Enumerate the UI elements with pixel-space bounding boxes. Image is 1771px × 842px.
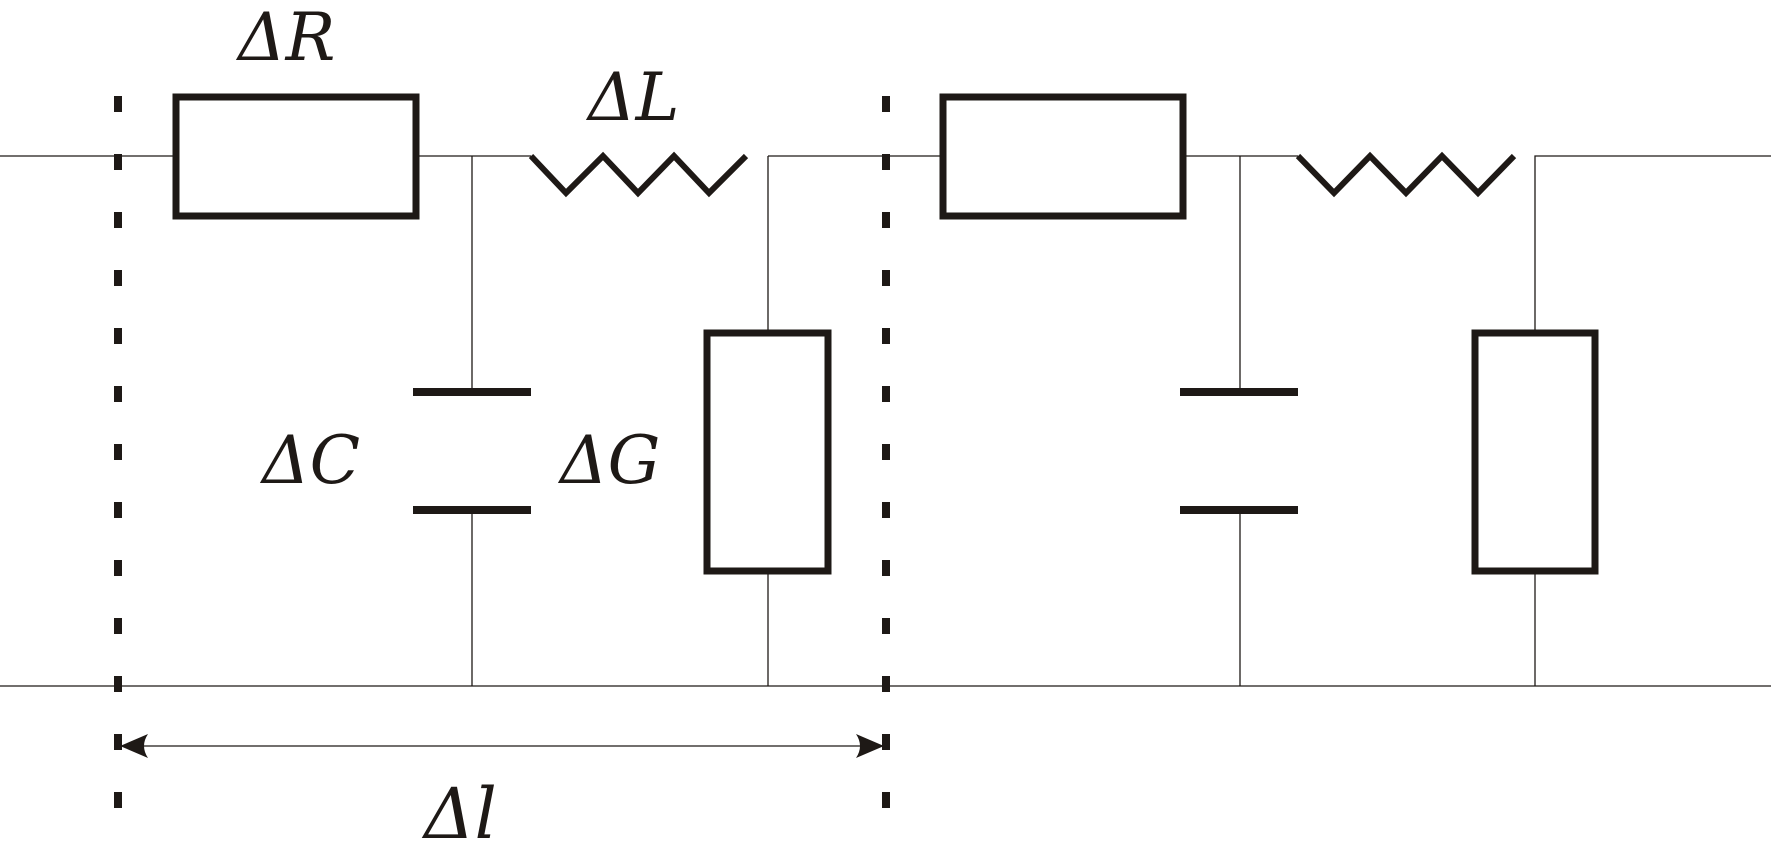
resistor-delta-r-1 bbox=[172, 93, 420, 220]
length-dimension bbox=[120, 734, 884, 758]
components bbox=[172, 93, 1599, 575]
top-wire-l2-to-g2 bbox=[1534, 155, 1771, 332]
arrowhead-left bbox=[120, 734, 148, 758]
label-delta-l: ΔL bbox=[585, 59, 680, 136]
inductor-delta-l-1 bbox=[528, 151, 749, 198]
inductors bbox=[528, 151, 1517, 198]
label-delta-c: ΔC bbox=[259, 422, 360, 499]
inductor-delta-l-2 bbox=[1295, 151, 1517, 198]
capacitors bbox=[413, 388, 1298, 514]
arrowhead-right bbox=[856, 734, 884, 758]
label-delta-r: ΔR bbox=[235, 0, 335, 76]
label-delta-g: ΔG bbox=[557, 422, 660, 499]
labels: ΔR ΔL ΔC ΔG Δl bbox=[235, 0, 680, 842]
conductance-delta-g-2 bbox=[1471, 329, 1599, 575]
section-boundaries bbox=[114, 96, 890, 810]
label-delta-length: Δl bbox=[421, 773, 497, 842]
conductance-delta-g-1 bbox=[703, 329, 832, 575]
resistor-delta-r-2 bbox=[939, 93, 1187, 220]
